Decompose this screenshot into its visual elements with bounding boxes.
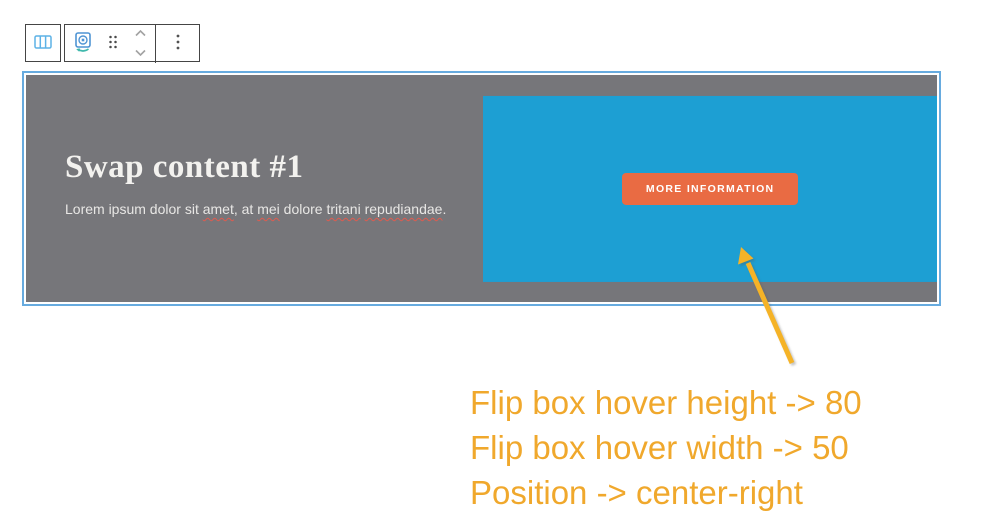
flip-box-block[interactable]: Swap content #1 Lorem ipsum dolor sit am… — [22, 71, 941, 306]
flip-box-hover-panel: MORE INFORMATION — [483, 95, 937, 282]
flip-box-icon — [71, 30, 95, 57]
drag-handle-icon — [107, 34, 119, 53]
misspelled-word: tritani — [326, 201, 361, 217]
misspelled-word: mei — [257, 201, 280, 217]
annotation-arrow — [738, 247, 795, 365]
columns-icon — [31, 30, 55, 57]
body-text-segment: . — [442, 201, 447, 217]
annotation-line-width: Flip box hover width -> 50 — [470, 429, 849, 466]
flip-box-heading[interactable]: Swap content #1 — [65, 149, 304, 185]
block-toolbar — [25, 24, 200, 63]
annotation-line-position: Position -> center-right — [470, 474, 803, 511]
flip-box-block-type-button[interactable] — [65, 25, 101, 61]
select-parent-columns-button[interactable] — [31, 25, 55, 61]
more-information-button[interactable]: MORE INFORMATION — [621, 172, 799, 205]
body-text-segment: , at — [233, 201, 258, 217]
annotation-notes: Flip box hover height -> 80 Flip box hov… — [470, 380, 862, 515]
flip-box-front: Swap content #1 Lorem ipsum dolor sit am… — [26, 75, 937, 302]
kebab-menu-icon — [175, 33, 181, 54]
toolbar-divider — [155, 25, 156, 63]
block-movers — [125, 25, 155, 61]
body-text-segment: Lorem ipsum dolor sit — [65, 201, 203, 217]
flip-box-body-text[interactable]: Lorem ipsum dolor sit amet, at mei dolor… — [65, 201, 446, 217]
misspelled-word: amet — [202, 201, 234, 217]
drag-handle-button[interactable] — [101, 25, 125, 61]
move-up-button[interactable] — [134, 24, 147, 42]
annotation-line-height: Flip box hover height -> 80 — [470, 384, 862, 421]
move-down-button[interactable] — [134, 44, 147, 62]
options-menu-button[interactable] — [156, 25, 199, 61]
body-text-segment: dolore — [279, 201, 327, 217]
misspelled-word: repudiandae — [364, 201, 443, 217]
